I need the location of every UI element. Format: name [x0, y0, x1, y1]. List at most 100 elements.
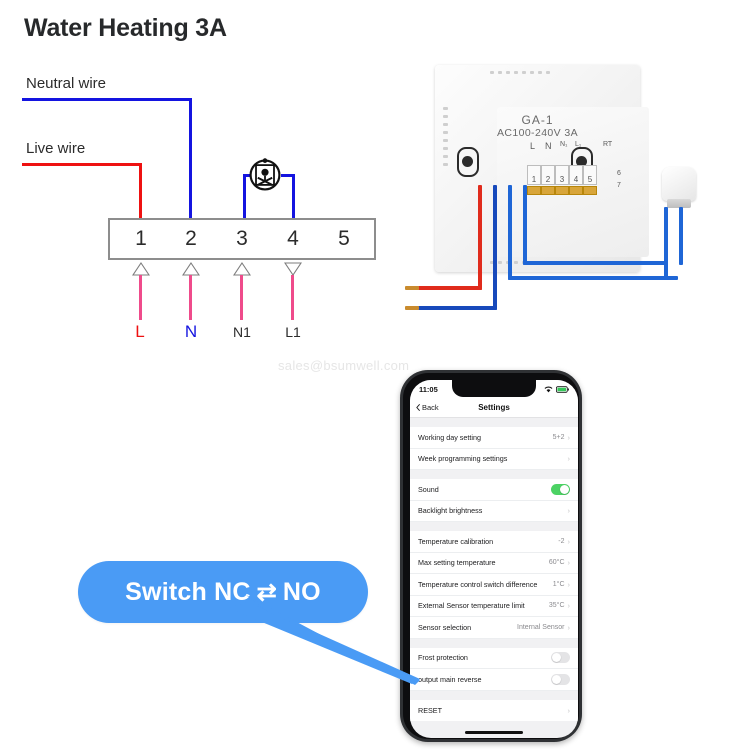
neutral-wire-horizontal [22, 98, 192, 101]
product-wire-blue-4-horizontal [523, 261, 668, 265]
live-wire-label: Live wire [26, 140, 86, 157]
settings-row-control [551, 673, 570, 685]
terminal-number: 1 [135, 227, 147, 250]
product-terminal: 1 [527, 165, 541, 185]
pin-label-l: L [135, 322, 145, 341]
product-wire-sensor-right [679, 207, 683, 265]
settings-row-label: output main reverse [418, 674, 482, 684]
status-time: 11:05 [419, 384, 438, 394]
list-group-gap [410, 522, 578, 531]
settings-row-value: 60°C [548, 559, 565, 567]
chevron-left-icon [416, 404, 420, 411]
settings-row-label: Week programming settings [418, 454, 508, 464]
terminal-mark-l1: L₁ [575, 141, 582, 148]
vent-col-left [443, 107, 448, 166]
watermark: sales@bsumwell.com [278, 358, 410, 373]
product-terminal-row: 1 2 3 4 5 [527, 165, 597, 185]
settings-row[interactable]: Backlight brightness› [410, 500, 578, 522]
product-terminal: 4 [569, 165, 583, 185]
product-terminal: 2 [541, 165, 555, 185]
back-button[interactable]: Back [416, 403, 439, 412]
settings-row[interactable]: RESET › [410, 699, 578, 721]
valve-left-connector [243, 174, 255, 177]
callout-pointer [228, 595, 420, 685]
terminal-mark-l: L [530, 141, 536, 151]
terminal-number: 2 [185, 227, 197, 250]
terminal-number: 3 [236, 227, 248, 250]
aux-terminal-7: 7 [617, 182, 621, 189]
terminal-strip [108, 218, 376, 260]
settings-row-toggle[interactable] [551, 652, 570, 664]
chevron-right-icon: › [567, 432, 571, 442]
pin-label-n: N [184, 322, 198, 341]
settings-row-control [551, 483, 570, 495]
product-terminal: 5 [583, 165, 597, 185]
settings-row-toggle[interactable] [551, 483, 570, 495]
terminal-mark-n: N [545, 141, 552, 151]
valve-right-connector [281, 174, 295, 177]
settings-row-label: Working day setting [418, 432, 481, 442]
settings-row-value: 5+2 [552, 433, 565, 441]
valve-right-leg [292, 174, 295, 220]
settings-row[interactable]: Week programming settings › [410, 448, 578, 470]
settings-row-control [551, 652, 570, 664]
settings-row-control: 35°C› [549, 602, 570, 610]
product-wire-blue-3 [508, 185, 512, 280]
phone-screen: 11:05 [410, 380, 578, 738]
product-wire-blue-4 [523, 185, 527, 265]
terminal-arrow-up [182, 262, 200, 276]
toggle-knob [560, 484, 569, 494]
chevron-right-icon: › [567, 536, 571, 546]
neutral-wire-vertical [189, 98, 192, 220]
settings-row[interactable]: Sound [410, 479, 578, 501]
product-wire-red-horizontal [418, 286, 482, 290]
battery-icon [556, 385, 569, 393]
valve-left-leg [243, 174, 246, 220]
settings-row[interactable]: Frost protection [410, 647, 578, 669]
settings-row-label: Temperature calibration [418, 536, 494, 546]
external-sensor-head [662, 167, 696, 201]
callout-bubble: Switch NC ⇄ NO [78, 561, 368, 623]
swap-arrows-icon: ⇄ [256, 578, 277, 606]
callout-prefix: Switch NC [125, 577, 251, 606]
chevron-right-icon: › [567, 705, 571, 715]
home-indicator [465, 731, 523, 734]
settings-row-label: Frost protection [418, 653, 468, 663]
pin-line [139, 275, 142, 320]
back-label: Back [422, 403, 439, 412]
wiring-diagram: Neutral wire Live wire 1 2 3 4 5 [0, 60, 400, 350]
settings-row[interactable]: Temperature calibration -2› [410, 531, 578, 553]
settings-row-value: 1°C [552, 580, 565, 588]
settings-row-toggle[interactable] [551, 673, 570, 685]
page-title: Water Heating 3A [24, 14, 227, 42]
pin-label-l1: L1 [285, 324, 301, 340]
settings-row-label: Sound [418, 484, 439, 494]
chevron-right-icon: › [567, 622, 571, 632]
product-wire-red [478, 185, 482, 290]
product-wire-blue-3-horizontal [508, 276, 678, 280]
list-group-gap [410, 638, 578, 648]
list-group-gap [410, 418, 578, 427]
settings-row-control: 1°C› [552, 580, 570, 589]
pin-label-n1: N1 [233, 324, 251, 340]
settings-row-label: RESET [418, 705, 442, 715]
settings-row-control: 60°C› [549, 559, 570, 567]
terminal-number: 4 [287, 227, 299, 250]
terminal-arrow-up [233, 262, 251, 276]
settings-row-value: -2 [558, 537, 565, 545]
list-group-gap [410, 470, 578, 479]
settings-row[interactable]: Working day setting 5+2› [410, 427, 578, 449]
terminal-arrow-down [284, 262, 302, 276]
settings-row[interactable]: output main reverse [410, 669, 578, 691]
list-group-gap [410, 690, 578, 700]
settings-row-control: › [568, 455, 571, 463]
external-sensor-neck [667, 199, 691, 208]
live-wire-horizontal [22, 163, 142, 166]
settings-row-control: Internal Sensor› [517, 622, 571, 632]
